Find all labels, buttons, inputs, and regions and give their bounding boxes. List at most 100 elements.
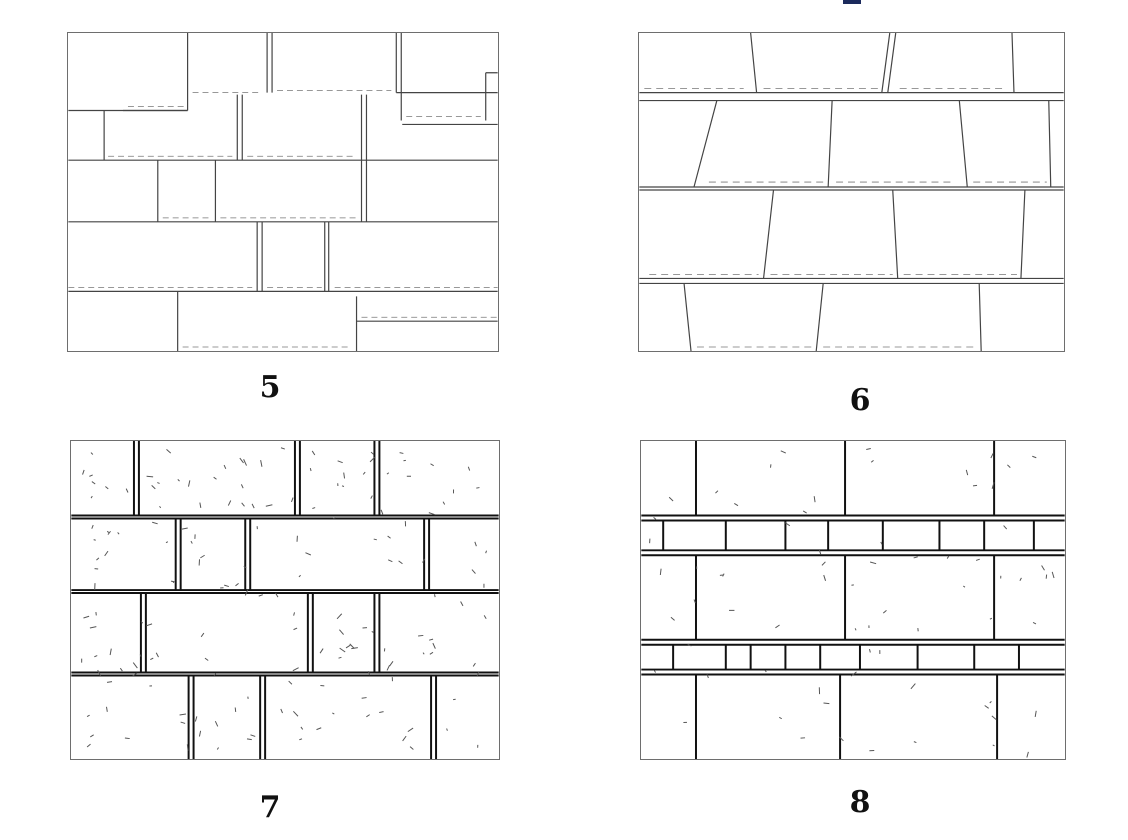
- stone-texture-mark: [653, 670, 656, 673]
- stone-texture-mark: [132, 662, 138, 669]
- stone-texture-mark: [386, 665, 390, 671]
- stone-texture-mark: [460, 601, 464, 607]
- stone-texture-mark: [1007, 464, 1011, 468]
- stone-texture-mark: [200, 554, 205, 559]
- stone-texture-mark: [476, 487, 480, 489]
- figure-7-masonry-drawing: [71, 441, 499, 759]
- stone-texture-mark: [389, 660, 394, 667]
- stone-texture-mark: [432, 642, 436, 649]
- stone-texture-mark: [839, 736, 844, 742]
- stone-texture-mark: [300, 726, 304, 730]
- stone-texture-mark: [366, 714, 370, 718]
- stone-texture-mark: [910, 683, 916, 690]
- stone-texture-mark: [336, 613, 343, 620]
- stone-texture-mark: [866, 448, 871, 450]
- stone-texture-mark: [177, 479, 180, 482]
- figure-5-masonry-drawing: [68, 33, 498, 351]
- stone-texture-mark: [107, 530, 111, 535]
- figure-7-panel: [70, 440, 500, 760]
- stone-texture-mark: [821, 561, 826, 566]
- stone-texture-mark: [946, 555, 950, 559]
- stone-texture-mark: [990, 453, 994, 459]
- stone-texture-mark: [370, 451, 375, 455]
- stone-texture-mark: [140, 621, 144, 624]
- stone-texture-mark: [345, 644, 351, 649]
- stone-texture-mark: [293, 612, 295, 616]
- stone-texture-mark: [292, 667, 299, 672]
- stone-texture-mark: [370, 495, 373, 499]
- stone-texture-mark: [106, 681, 113, 683]
- stone-texture-mark: [1034, 710, 1037, 718]
- stone-texture-mark: [913, 741, 917, 744]
- stone-texture-mark: [1032, 455, 1037, 459]
- stone-texture-mark: [199, 502, 202, 508]
- stone-texture-mark: [429, 638, 434, 641]
- stone-texture-mark: [227, 500, 232, 506]
- stone-texture-mark: [292, 710, 299, 717]
- stone-texture-mark: [764, 669, 767, 673]
- stone-texture-mark: [869, 561, 877, 565]
- stone-texture-mark: [251, 503, 255, 509]
- stone-texture-mark: [989, 701, 992, 704]
- stone-texture-mark: [190, 540, 193, 544]
- stone-texture-mark: [779, 716, 782, 720]
- stone-texture-mark: [258, 594, 264, 597]
- stone-texture-mark: [418, 634, 424, 637]
- figure-8-masonry-drawing: [641, 441, 1065, 759]
- stone-texture-mark: [214, 720, 219, 727]
- stone-texture-mark: [343, 472, 346, 479]
- stone-texture-mark: [442, 501, 446, 505]
- stone-texture-mark: [241, 502, 245, 507]
- stone-texture-mark: [813, 496, 816, 503]
- stone-texture-mark: [246, 738, 252, 741]
- stone-texture-mark: [239, 457, 244, 464]
- figure-5-label: 5: [259, 370, 281, 405]
- stone-texture-mark: [476, 672, 480, 676]
- figure-8-panel: [640, 440, 1066, 760]
- stone-texture-mark: [180, 721, 186, 724]
- stone-texture-mark: [91, 481, 96, 485]
- stone-texture-mark: [780, 450, 787, 454]
- stone-texture-mark: [349, 643, 355, 649]
- stone-texture-mark: [243, 565, 247, 569]
- stone-texture-mark: [223, 464, 227, 469]
- stone-texture-mark: [339, 629, 344, 635]
- stone-texture-mark: [224, 584, 230, 588]
- stone-texture-mark: [706, 674, 709, 679]
- stone-texture-mark: [124, 737, 130, 740]
- stone-texture-mark: [146, 475, 154, 478]
- stone-texture-mark: [430, 463, 434, 467]
- stone-texture-mark: [670, 616, 675, 621]
- stone-texture-mark: [305, 552, 312, 556]
- stone-texture-mark: [965, 469, 969, 476]
- stone-texture-mark: [434, 594, 436, 598]
- stone-texture-mark: [86, 714, 90, 718]
- stone-texture-mark: [1051, 571, 1055, 579]
- stone-texture-mark: [734, 503, 739, 507]
- stone-texture-mark: [159, 505, 162, 509]
- stone-texture-mark: [243, 459, 247, 466]
- stone-texture-mark: [104, 550, 109, 557]
- stone-texture-mark: [132, 672, 138, 677]
- stone-texture-mark: [471, 569, 476, 574]
- stone-texture-mark: [715, 490, 719, 494]
- stone-texture-mark: [386, 472, 390, 475]
- stone-texture-mark: [991, 482, 995, 489]
- stone-texture-mark: [963, 585, 966, 588]
- stone-texture-mark: [291, 497, 294, 503]
- stone-texture-mark: [312, 507, 316, 509]
- stone-texture-mark: [90, 734, 94, 738]
- stone-texture-mark: [316, 727, 322, 731]
- stone-texture-mark: [213, 673, 217, 676]
- stone-texture-mark: [332, 712, 335, 715]
- stone-texture-mark: [472, 662, 476, 667]
- stone-texture-mark: [213, 476, 217, 480]
- stone-texture-mark: [260, 460, 263, 467]
- stone-texture-mark: [361, 697, 367, 699]
- stone-texture-mark: [775, 624, 780, 629]
- stone-texture-mark: [802, 510, 807, 514]
- figure-5-panel: [67, 32, 499, 352]
- stone-texture-mark: [105, 486, 109, 490]
- stone-texture-mark: [387, 559, 393, 563]
- stone-texture-mark: [165, 541, 169, 544]
